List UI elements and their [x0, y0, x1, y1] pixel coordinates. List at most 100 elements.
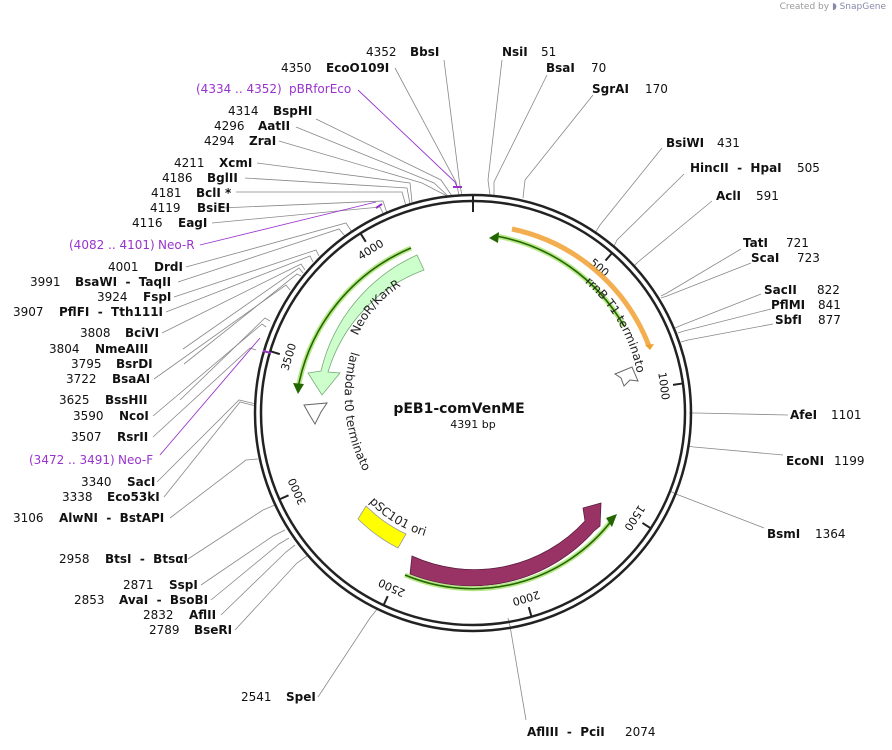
site-label: AflIII - PciI	[527, 725, 605, 739]
site-label: EagI	[178, 216, 207, 230]
site-pos: 3795	[71, 357, 102, 371]
primer-neo-r-mark	[375, 203, 383, 209]
site-label: SacI	[127, 475, 155, 489]
site-label: SgrAI	[592, 82, 629, 96]
ruler-tick-label: 2500	[376, 576, 407, 600]
site-pos: 4001	[108, 260, 139, 274]
site-pos: 4116	[132, 216, 163, 230]
site-label: Eco53kI	[107, 490, 160, 504]
primer-label: Neo-F	[118, 453, 153, 467]
rrnb-green-arrowhead-icon	[489, 232, 499, 243]
rrnb-terminator-icon	[613, 366, 639, 387]
site-pos: 431	[717, 136, 740, 150]
site-label: BssHII	[105, 393, 147, 407]
site-label: AflII	[189, 608, 216, 622]
site-label: SpeI	[286, 690, 316, 704]
primer-label: Neo-R	[158, 238, 195, 252]
ruler-tick	[641, 522, 652, 530]
site-label: BsaI	[546, 61, 575, 75]
site-label: AclI	[716, 189, 741, 203]
site-pos: 2074	[625, 725, 656, 739]
rep-green-arrow	[404, 519, 613, 590]
site-connectors-right	[487, 59, 789, 721]
site-pos: 2832	[143, 608, 174, 622]
site-label: ScaI	[751, 251, 779, 265]
site-label: BglII	[207, 171, 238, 185]
primer-neo-f-mark	[262, 350, 272, 354]
site-pos: 3808	[80, 326, 111, 340]
site-label: BclI *	[196, 186, 232, 200]
site-pos: 70	[591, 61, 606, 75]
ruler-tick	[672, 382, 684, 386]
site-label: EcoO109I	[326, 61, 389, 75]
snapgene-logo-icon: ◗	[831, 2, 837, 12]
site-label: BseRI	[194, 623, 232, 637]
ruler-tick-label: 3500	[279, 342, 300, 373]
site-label: RsrII	[117, 430, 148, 444]
primer-range: (4334 .. 4352)	[196, 82, 282, 96]
site-label: BbsI	[410, 45, 439, 59]
site-pos: 3722	[66, 372, 97, 386]
site-pos: 4296	[214, 119, 245, 133]
ruler-tick-label: 2000	[511, 588, 542, 608]
site-label: AatII	[258, 119, 290, 133]
rrnb-terminator-band	[511, 226, 652, 347]
ruler-tick	[278, 494, 289, 501]
plasmid-length: 4391 bp	[450, 418, 495, 431]
primer-range: (3472 .. 3491)	[29, 453, 115, 467]
ruler-tick	[604, 252, 613, 262]
site-pos: 3924	[97, 290, 128, 304]
ruler-tick	[527, 606, 533, 618]
site-pos: 170	[645, 82, 668, 96]
snapgene-brand: Created by ◗ SnapGene	[780, 2, 886, 12]
neo-green-arrowhead-icon	[293, 383, 304, 394]
primer-connectors	[159, 89, 458, 456]
site-pos: 723	[797, 251, 820, 265]
site-pos: 4181	[151, 186, 182, 200]
rrnb-green-arrow	[495, 235, 625, 327]
site-pos: 3590	[73, 409, 104, 423]
site-label: AlwNI - BstAPI	[59, 511, 164, 525]
site-pos: 4211	[174, 156, 205, 170]
site-label: AvaI - BsoBI	[119, 593, 208, 607]
site-label: PflFI - Tth111I	[59, 305, 163, 319]
site-pos: 4350	[281, 61, 312, 75]
site-label: BsrDI	[116, 357, 153, 371]
site-pos: 4352	[366, 45, 397, 59]
site-label: BtsI - BtsαI	[105, 552, 188, 566]
site-pos: 4294	[204, 134, 235, 148]
site-pos: 1364	[815, 527, 846, 541]
site-pos: 1101	[831, 408, 862, 422]
ruler-tick	[382, 595, 389, 606]
site-label: SacII	[764, 283, 797, 297]
site-label: NmeAIII	[95, 342, 148, 356]
ruler-tick-label: 1500	[621, 503, 647, 534]
ruler-tick-label: 4000	[356, 237, 387, 263]
rep-green-arrowhead-icon	[606, 514, 617, 527]
site-label: XcmI	[219, 156, 252, 170]
site-pos: 505	[797, 161, 820, 175]
site-label: NsiI	[502, 45, 528, 59]
site-label: BciVI	[125, 326, 159, 340]
site-label: BsaWI - TaqII	[75, 275, 171, 289]
brand-name: SnapGene	[839, 2, 886, 12]
site-pos: 3625	[59, 393, 90, 407]
site-pos: 3907	[13, 305, 44, 319]
site-pos: 822	[817, 283, 840, 297]
site-label: AfeI	[790, 408, 817, 422]
site-pos: 3804	[49, 342, 80, 356]
site-label: BsiEI	[197, 201, 230, 215]
site-pos: 3340	[81, 475, 112, 489]
site-pos: 2789	[149, 623, 180, 637]
neo-green-arrow	[297, 247, 412, 389]
site-label: EcoNI	[786, 454, 824, 468]
site-pos: 3338	[62, 490, 93, 504]
backbone-outer	[253, 193, 693, 633]
site-label: HincII - HpaI	[690, 161, 782, 175]
rrnb-arrowhead-icon	[645, 344, 654, 350]
ruler-tick-label: 3000	[286, 476, 309, 507]
site-pos: 3106	[13, 511, 44, 525]
primer-label: pBRforEco	[289, 82, 351, 96]
